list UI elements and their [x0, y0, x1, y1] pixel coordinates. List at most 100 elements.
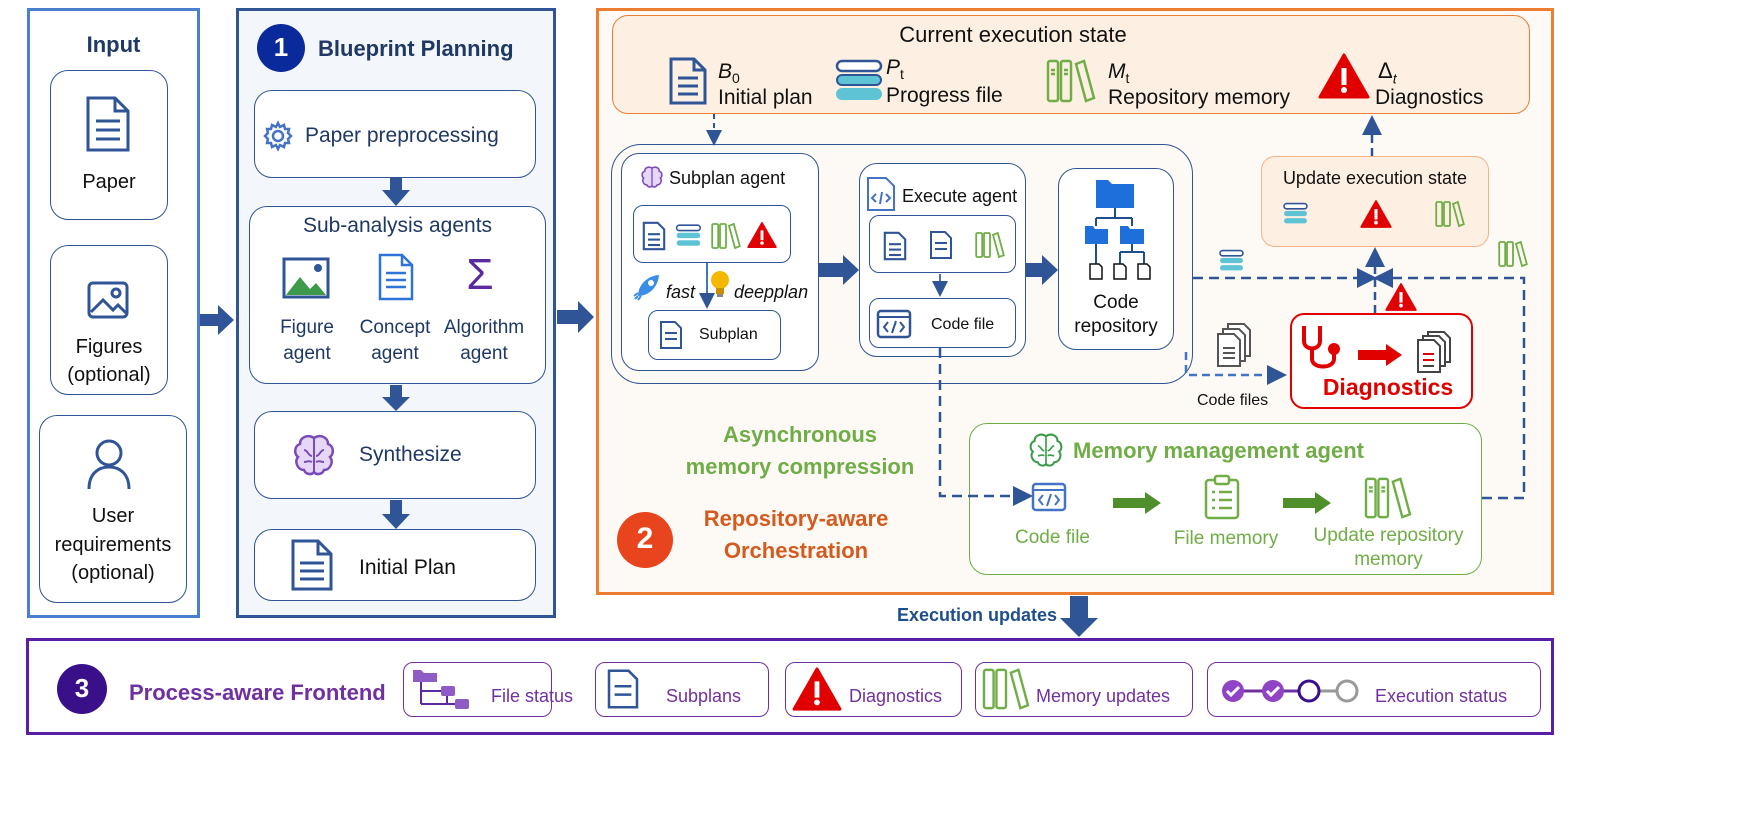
flow-memory-icon — [1498, 240, 1528, 273]
file-status-card — [403, 662, 552, 717]
synthesize-label: Synthesize — [359, 443, 462, 466]
gear-icon — [262, 120, 294, 157]
figures-note: (optional) — [67, 364, 151, 386]
code-page-icon — [866, 176, 896, 217]
codefile-to-memory-dash — [938, 348, 1033, 506]
warning-icon — [1318, 52, 1370, 105]
clipboard-icon — [1203, 474, 1241, 525]
update-repo-memory-label-1: Update repository — [1313, 525, 1464, 546]
execution-state-title: Current execution state — [899, 22, 1127, 47]
frontend-number-badge — [57, 664, 107, 714]
code-file-label: Code file — [931, 316, 995, 333]
diagnostics-card — [785, 662, 962, 717]
initial-plan-state-icon — [668, 56, 708, 111]
subplan-progress-icon — [675, 223, 703, 254]
orchestration-number: 2 — [636, 522, 654, 555]
figure-agent-icon — [282, 257, 330, 304]
paper-preprocessing-label: Paper preprocessing — [305, 124, 499, 147]
execute-subplan-icon — [929, 230, 953, 265]
diagnostics-label: Diagnostics — [1322, 374, 1454, 400]
concept-agent-icon — [378, 253, 414, 306]
file-status-label: File status — [491, 686, 574, 706]
user-icon — [86, 437, 132, 496]
synthesize-down-arrow — [382, 500, 410, 529]
memory-green-arrow-2 — [1281, 491, 1333, 520]
frontend-memory-icon — [982, 667, 1030, 716]
code-file-icon — [876, 309, 912, 344]
memory-to-update-dash — [1373, 268, 1526, 500]
paper-preprocessing-box — [254, 90, 536, 178]
input-to-blueprint-arrow — [200, 305, 234, 335]
mt-symbol: Mt — [1108, 60, 1130, 87]
code-files-icon — [1214, 322, 1254, 373]
repository-memory-icon — [1046, 58, 1096, 109]
user-label-1: User — [91, 505, 135, 527]
paper-label: Paper — [82, 171, 136, 193]
b0-symbol: B0 — [718, 60, 740, 87]
user-label-3: (optional) — [71, 562, 155, 584]
frontend-number: 3 — [74, 673, 90, 703]
rocket-icon — [632, 272, 662, 307]
user-requirements-card — [39, 415, 187, 603]
codefiles-to-diagnostics-dash — [1184, 352, 1287, 385]
code-file-box — [869, 298, 1016, 348]
b0-label: Initial plan — [718, 86, 813, 109]
concept-agent-label-1: Concept — [359, 317, 431, 338]
update-progress-icon — [1282, 202, 1310, 231]
image-icon — [86, 280, 130, 325]
execution-status-label: Execution status — [1375, 686, 1508, 706]
async-label-2: memory compression — [685, 454, 915, 479]
update-warning-icon — [1360, 199, 1392, 234]
subplan-warning-icon — [747, 221, 777, 254]
sub-analysis-title: Sub-analysis agents — [302, 214, 493, 237]
code-repo-label-1: Code — [1093, 292, 1139, 313]
pt-label: Progress file — [886, 84, 1003, 107]
subplans-doc-icon — [606, 668, 640, 715]
progress-steps-icon — [1220, 678, 1360, 709]
blueprint-number-badge — [257, 24, 305, 72]
algorithm-agent-label-1: Algorithm — [443, 317, 525, 338]
memory-code-file-icon — [1031, 481, 1067, 518]
blueprint-number: 1 — [273, 32, 289, 62]
subplan-agent-brain-icon — [640, 166, 664, 193]
delta-label: Diagnostics — [1375, 86, 1484, 109]
subplan-to-execute-arrow — [819, 255, 859, 285]
orchestration-number-badge — [617, 512, 673, 568]
subplan-memory-icon — [711, 222, 741, 255]
paper-icon — [85, 95, 131, 158]
update-repo-memory-icon — [1364, 476, 1412, 525]
figures-card — [50, 245, 168, 395]
figures-label: Figures — [75, 336, 143, 358]
memory-code-file-label: Code file — [1015, 527, 1090, 548]
subplan-agent-label: Subplan agent — [669, 168, 786, 188]
initial-plan-label: Initial Plan — [359, 556, 456, 579]
frontend-title: Process-aware Frontend — [129, 680, 386, 705]
file-memory-label: File memory — [1173, 528, 1279, 549]
progress-file-icon — [834, 58, 886, 109]
flow-warning-icon — [1385, 282, 1417, 317]
execution-status-card — [1207, 662, 1541, 717]
update-memory-icon — [1435, 200, 1465, 233]
delta-symbol: Δt — [1378, 58, 1397, 87]
folder-hierarchy-icon — [411, 668, 471, 717]
execution-updates-arrow — [1060, 596, 1098, 637]
execute-doc-icon — [883, 231, 907, 266]
subanalysis-down-arrow — [382, 385, 410, 411]
code-files-label: Code files — [1197, 392, 1269, 409]
brain-icon — [292, 434, 336, 481]
stethoscope-icon — [1298, 323, 1352, 378]
orchestration-title-2: Orchestration — [723, 538, 869, 563]
figure-agent-label-2: agent — [283, 343, 331, 364]
execute-agent-label: Execute agent — [902, 186, 1018, 206]
algorithm-agent-label-2: agent — [460, 343, 508, 364]
memory-updates-label: Memory updates — [1036, 686, 1171, 706]
document-icon — [290, 538, 334, 597]
memory-green-arrow-1 — [1111, 491, 1163, 520]
input-title: Input — [86, 32, 141, 57]
user-label-2: requirements — [54, 534, 172, 556]
fast-label: fast — [666, 282, 696, 302]
blueprint-to-orchestration-arrow — [557, 301, 594, 333]
concept-agent-label-2: agent — [371, 343, 419, 364]
report-icon — [1414, 330, 1454, 379]
